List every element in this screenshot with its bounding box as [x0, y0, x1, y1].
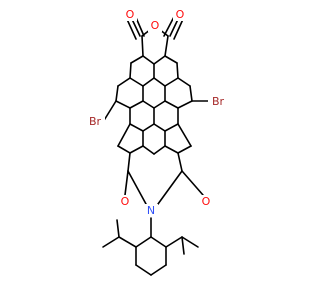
label-bg — [118, 195, 132, 208]
oxygen-atom-label: O — [202, 195, 211, 208]
bond-line — [164, 35, 169, 57]
bond-line — [127, 170, 147, 205]
bromine-atom-label: Br — [212, 95, 225, 108]
label-bg — [85, 115, 105, 128]
bond-line — [124, 170, 129, 196]
bond-line — [115, 100, 131, 109]
bond-line — [102, 236, 120, 248]
bond-line — [117, 123, 131, 147]
bond-line — [164, 100, 179, 109]
label-bg — [148, 19, 162, 32]
nitrogen-atom-label: N — [147, 204, 155, 217]
bond-line — [164, 145, 179, 154]
structure-canvas: O O O Br Br O N O — [85, 8, 228, 276]
bond-line — [150, 264, 167, 276]
label-bg — [123, 8, 137, 21]
bond-line — [164, 77, 179, 87]
bond-line — [177, 123, 192, 147]
bond-line — [153, 100, 166, 109]
bond-line — [165, 236, 183, 248]
bond-line — [153, 77, 166, 87]
molecule-diagram: O O O Br Br O N O — [85, 8, 228, 276]
bond-line — [157, 170, 183, 205]
bond-line — [142, 100, 155, 109]
bond-line — [129, 62, 132, 79]
bond-line — [153, 123, 166, 132]
label-bg — [208, 95, 228, 108]
bromine-atom-label: Br — [89, 115, 102, 128]
bond-line — [135, 264, 152, 276]
oxygen-atom-label: O — [121, 195, 130, 208]
bond-line — [164, 123, 179, 132]
label-bg — [173, 8, 187, 21]
bond-line — [127, 152, 131, 172]
bond-line — [142, 55, 155, 65]
bond-line — [176, 62, 179, 79]
bond-line — [142, 77, 155, 87]
bond-line — [177, 77, 191, 87]
bond-line — [118, 236, 137, 248]
bond-line — [141, 35, 144, 57]
label-bg — [199, 195, 213, 208]
bond-line — [181, 170, 204, 196]
bond-line — [177, 145, 192, 154]
bond-line — [117, 145, 131, 154]
bond-line — [153, 55, 166, 65]
bond-line — [129, 145, 144, 154]
bond-line — [177, 152, 183, 172]
bond-layer — [102, 12, 211, 276]
bond-line — [115, 85, 119, 102]
bond-line — [142, 145, 155, 155]
bond-line — [181, 236, 185, 255]
oxygen-atom-label: O — [151, 19, 160, 32]
bond-line — [130, 55, 144, 64]
bond-line — [117, 77, 131, 87]
bond-line — [164, 55, 178, 64]
bond-line — [153, 145, 166, 155]
bond-line — [116, 219, 120, 238]
bond-line — [129, 100, 144, 109]
bond-line — [142, 123, 155, 132]
oxygen-atom-label: O — [176, 8, 185, 21]
atom-label-layer: O O O Br Br O N O — [85, 8, 228, 217]
bond-line — [135, 236, 152, 248]
bond-line — [189, 85, 193, 102]
bond-line — [129, 77, 144, 87]
bond-line — [129, 123, 144, 132]
bond-line — [177, 100, 193, 109]
label-bg — [144, 204, 158, 217]
bond-line — [181, 236, 199, 248]
bond-line — [150, 236, 167, 248]
oxygen-atom-label: O — [126, 8, 135, 21]
bond-line — [102, 100, 117, 123]
